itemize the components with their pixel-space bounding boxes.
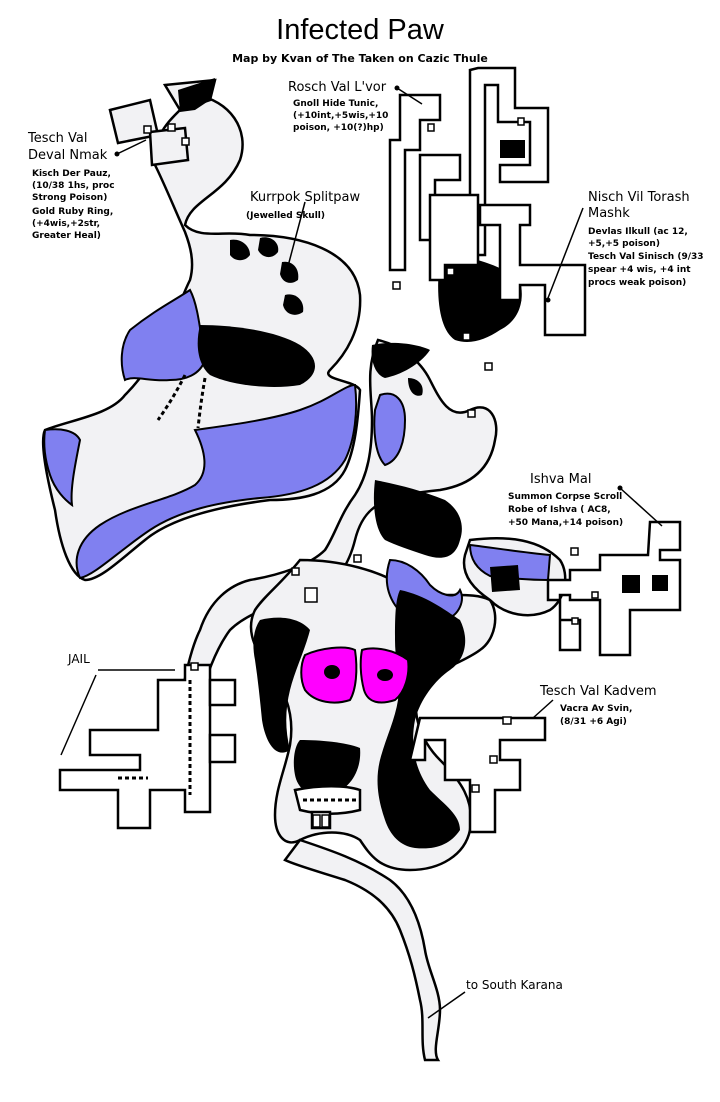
- rosch-note-2: (+10int,+5wis,+10: [293, 111, 389, 121]
- nisch-note-1: Devlas Ilkull (ac 12,: [588, 227, 688, 237]
- map-title: Infected Paw: [276, 14, 444, 46]
- water: [43, 288, 552, 623]
- kisch-note-4: Gold Ruby Ring,: [32, 207, 114, 217]
- label-pointers: [60, 87, 663, 1019]
- doors: [143, 117, 599, 828]
- tesch-deval-label-1: Tesch Val: [28, 131, 88, 146]
- kisch-note-5: (+4wis,+2str,: [32, 219, 101, 229]
- tesch-deval-label-2: Deval Nmak: [28, 148, 108, 163]
- south-karana-label: to South Karana: [466, 978, 563, 992]
- ishva-note-3: +50 Mana,+14 poison): [508, 518, 624, 528]
- rosch-note-1: Gnoll Hide Tunic,: [293, 99, 379, 109]
- kurrpok-note: (Jewelled Skull): [246, 211, 325, 221]
- kisch-note-1: Kisch Der Pauz,: [32, 169, 111, 179]
- nisch-note-4: spear +4 wis, +4 int: [588, 265, 691, 275]
- rosch-label: Rosch Val L'vor: [288, 80, 387, 95]
- kisch-note-3: Strong Poison): [32, 193, 108, 203]
- kisch-note-6: Greater Heal): [32, 231, 101, 241]
- ishva-note-2: Robe of Ishva ( AC8,: [508, 505, 611, 515]
- ishva-label: Ishva Mal: [530, 472, 592, 487]
- nisch-label-2: Mashk: [588, 206, 630, 221]
- kisch-note-2: (10/38 1hs, proc: [32, 181, 115, 191]
- jail-label: JAIL: [68, 652, 90, 666]
- corridors: [58, 66, 682, 834]
- nisch-note-3: Tesch Val Sinisch (9/33: [588, 252, 704, 262]
- dashed-passages: [118, 374, 358, 802]
- nisch-label-1: Nisch Vil Torash: [588, 190, 690, 205]
- ishva-note-1: Summon Corpse Scroll: [508, 492, 623, 502]
- kurrpok-label: Kurrpok Splitpaw: [250, 190, 361, 205]
- nisch-note-5: procs weak poison): [588, 278, 687, 288]
- rosch-note-3: poison, +10(?)hp): [293, 123, 384, 133]
- kadvem-note-1: Vacra Av Svin,: [560, 704, 633, 714]
- map-subtitle: Map by Kvan of The Taken on Cazic Thule: [232, 52, 488, 65]
- nisch-note-2: +5,+5 poison): [588, 239, 660, 249]
- kadvem-label: Tesch Val Kadvem: [540, 684, 657, 699]
- kadvem-note-2: (8/31 +6 Agi): [560, 717, 627, 727]
